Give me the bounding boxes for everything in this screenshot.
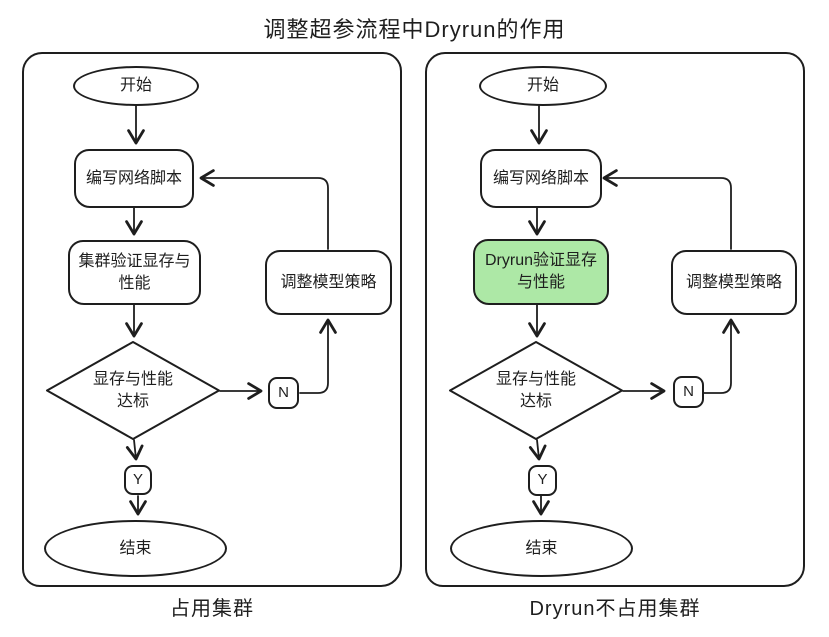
edge-adjust-write <box>602 169 732 250</box>
node-start: 开始 <box>479 66 607 106</box>
node-write-script: 编写网络脚本 <box>74 149 194 208</box>
node-end: 结束 <box>44 520 227 577</box>
node-cluster-validate: 集群验证显存与 性能 <box>68 240 201 305</box>
caption-dryrun: Dryrun不占用集群 <box>529 598 701 620</box>
edge-no-adjust <box>702 318 740 394</box>
node-write-script: 编写网络脚本 <box>480 149 602 208</box>
flow-edges-left <box>46 105 337 516</box>
edge-no-adjust <box>299 318 337 394</box>
decision-diamond <box>449 341 623 440</box>
node-branch-y: Y <box>124 465 152 495</box>
edge-decision-yes <box>528 439 547 461</box>
node-branch-n: N <box>268 377 299 409</box>
node-adjust-strategy: 调整模型策略 <box>671 250 797 315</box>
node-start: 开始 <box>73 66 199 106</box>
diagram-title: 调整超参流程中Dryrun的作用 <box>263 17 566 42</box>
panel-dryrun-flow: 开始 编写网络脚本 Dryrun验证显存 与性能 调整模型策略 显存与性能 达标… <box>425 52 805 587</box>
flow-edges-right <box>449 105 740 516</box>
node-decision-label: 显存与性能 达标 <box>92 370 173 410</box>
node-adjust-strategy: 调整模型策略 <box>265 250 392 315</box>
edge-adjust-write <box>199 169 329 250</box>
caption-cluster: 占用集群 <box>170 598 254 620</box>
node-branch-y: Y <box>528 465 557 496</box>
node-dryrun-validate: Dryrun验证显存 与性能 <box>473 239 609 305</box>
node-branch-n: N <box>673 376 704 408</box>
panel-cluster-flow: 开始 编写网络脚本 集群验证显存与 性能 调整模型策略 显存与性能 达标 N Y… <box>22 52 402 587</box>
edge-decision-yes <box>125 439 144 461</box>
node-end: 结束 <box>450 520 633 577</box>
decision-diamond <box>46 341 220 440</box>
node-decision-label: 显存与性能 达标 <box>495 370 576 410</box>
